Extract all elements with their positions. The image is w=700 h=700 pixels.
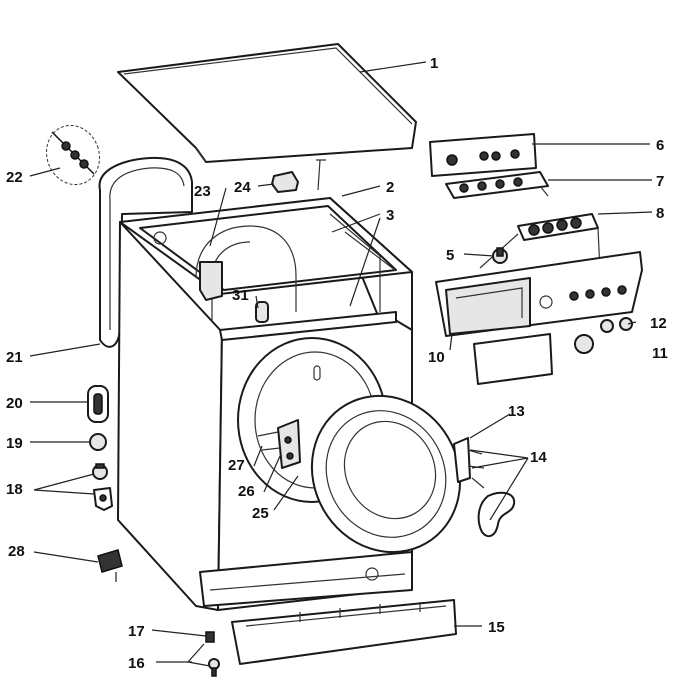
callout-12: 12 [650, 315, 667, 332]
callout-18: 18 [6, 481, 23, 498]
callout-6: 6 [656, 137, 664, 154]
callout-15: 15 [488, 619, 505, 636]
callout-19: 19 [6, 435, 23, 452]
callout-17: 17 [128, 623, 145, 640]
top-connector [271, 159, 326, 193]
top-lid [117, 43, 417, 163]
hinge-clips [92, 463, 113, 511]
door-assembly [310, 394, 471, 554]
electronic-board [445, 171, 549, 199]
bottom-plinth [231, 599, 457, 665]
door-latch-hooks [467, 449, 516, 538]
selector-knobs [574, 317, 633, 354]
callout-31: 31 [232, 287, 249, 304]
callout-14: 14 [530, 449, 547, 466]
clip-part [255, 301, 269, 323]
callout-26: 26 [238, 483, 255, 500]
callout-25: 25 [252, 505, 269, 522]
callout-21: 21 [6, 349, 23, 366]
button-strip [479, 213, 601, 273]
adjustable-foot [97, 549, 123, 582]
callout-28: 28 [8, 543, 25, 560]
plinth-hardware [205, 631, 220, 677]
callout-24: 24 [234, 179, 251, 196]
door-lock [87, 385, 109, 423]
callout-23: 23 [194, 183, 211, 200]
door-gasket [98, 156, 193, 348]
callout-8: 8 [656, 205, 664, 222]
callout-16: 16 [128, 655, 145, 672]
leader-lines [29, 61, 653, 667]
callout-1: 1 [430, 55, 438, 72]
callout-13: 13 [508, 403, 525, 420]
callout-10: 10 [428, 349, 445, 366]
seal-spring [46, 124, 100, 186]
callout-7: 7 [656, 173, 664, 190]
cabinet [117, 197, 413, 611]
callout-5: 5 [446, 247, 454, 264]
callout-27: 27 [228, 457, 245, 474]
callout-3: 3 [386, 207, 394, 224]
callout-11: 11 [652, 345, 668, 362]
drawer-front [473, 333, 553, 385]
inner-bracket [199, 261, 223, 301]
callout-22: 22 [6, 169, 23, 186]
callout-20: 20 [6, 395, 23, 412]
callout-2: 2 [386, 179, 394, 196]
bump-stop [89, 433, 107, 451]
control-fascia [435, 251, 643, 337]
small-knob [492, 247, 508, 264]
control-plate [429, 133, 537, 177]
door-hinge [257, 419, 301, 469]
callout-labels: 1 2 3 5 6 7 8 10 11 12 13 14 15 16 17 18… [6, 55, 668, 672]
